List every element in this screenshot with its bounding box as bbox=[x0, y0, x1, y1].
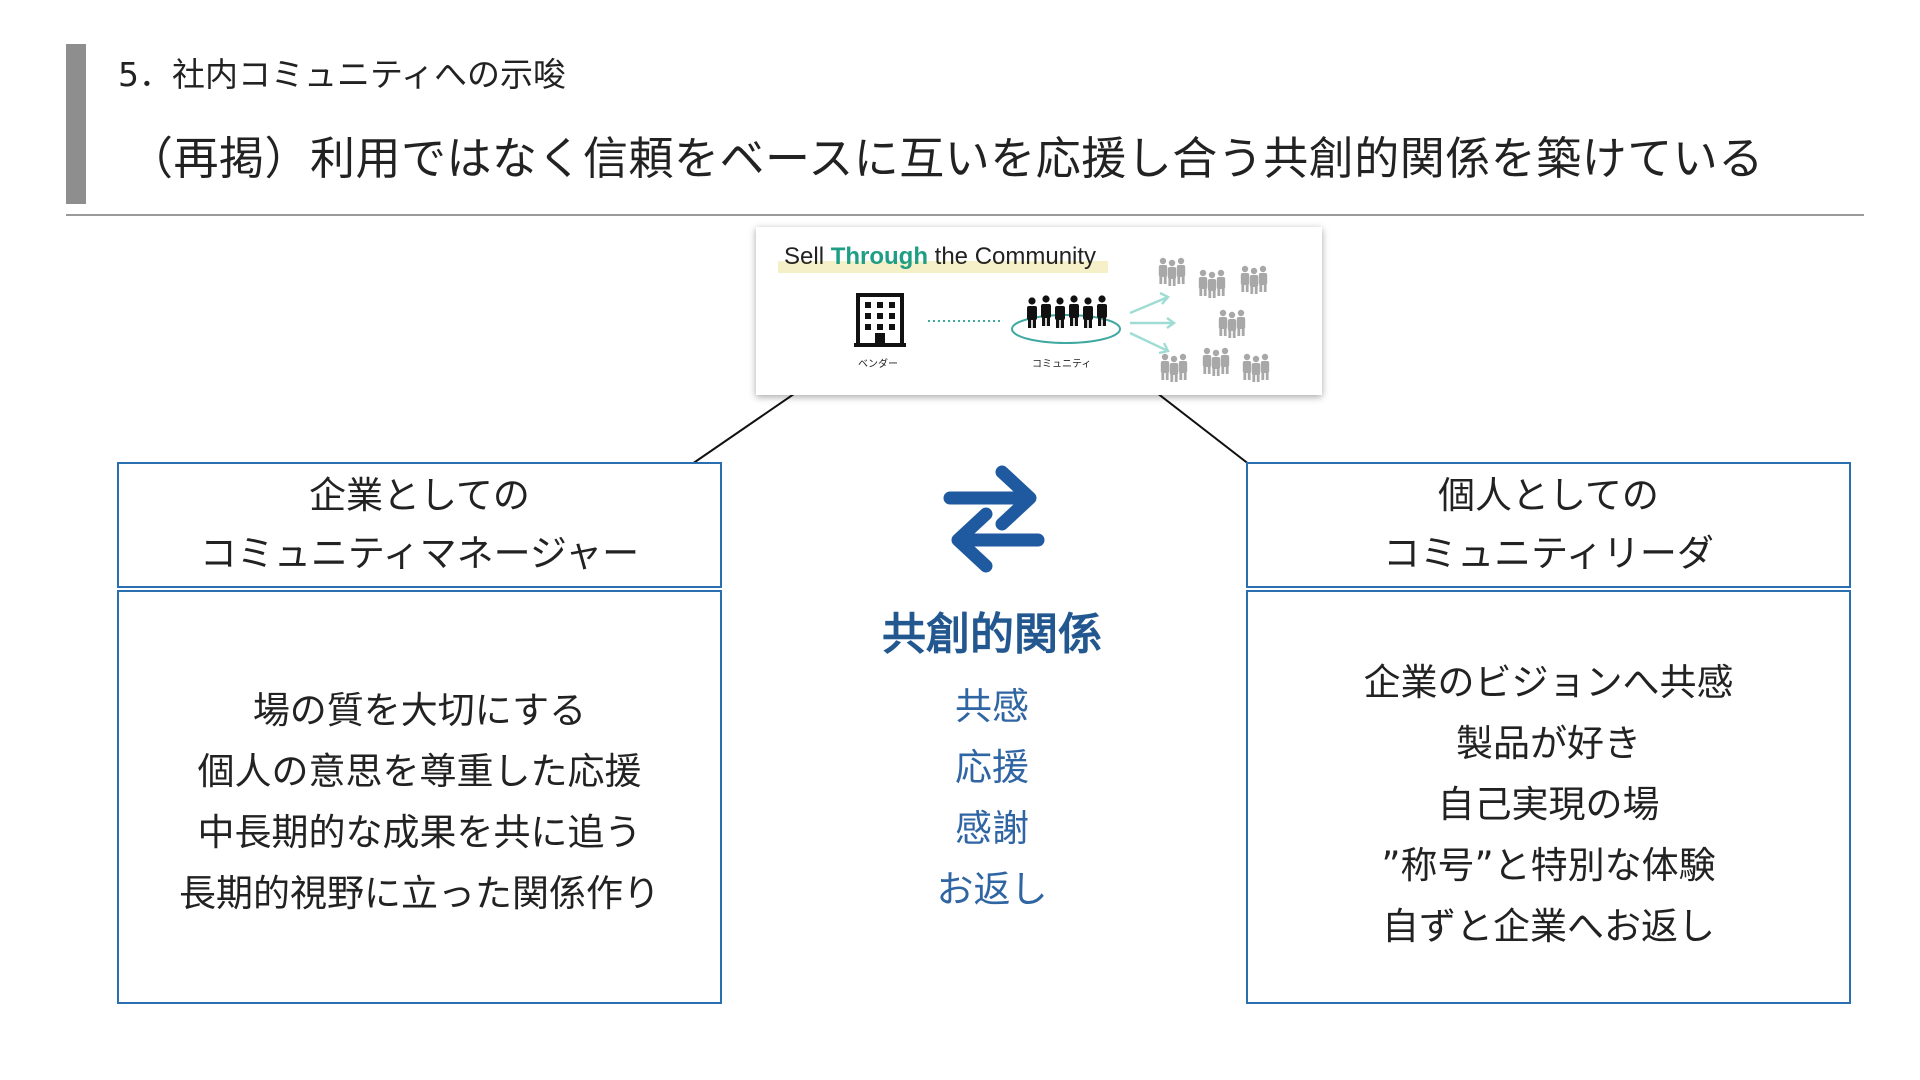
page-title: （再掲）利用ではなく信頼をベースに互いを応援し合う共創的関係を築けている bbox=[128, 132, 1764, 185]
list-item: 共感 bbox=[955, 685, 1029, 728]
company-manager-heading-line2: コミュニティマネージャー bbox=[199, 532, 640, 575]
list-item: 応援 bbox=[955, 746, 1029, 789]
list-item: 企業のビジョンへ共感 bbox=[1363, 661, 1734, 704]
list-item: ”称号”と特別な体験 bbox=[1381, 844, 1716, 887]
community-leader-heading-line1: 個人としての bbox=[1438, 474, 1659, 517]
list-item: 個人の意思を尊重した応援 bbox=[197, 750, 642, 793]
community-leader-heading-line2: コミュニティリーダ bbox=[1383, 532, 1714, 575]
company-manager-traits-list: 場の質を大切にする 個人の意思を尊重した応援 中長期的な成果を共に追う 長期的視… bbox=[119, 680, 720, 924]
list-item: お返し bbox=[936, 868, 1048, 911]
spread-arrows bbox=[1129, 291, 1177, 355]
list-item: 長期的視野に立った関係作り bbox=[179, 872, 660, 915]
company-manager-heading-box: 企業としての コミュニティマネージャー bbox=[117, 462, 722, 588]
title-divider bbox=[66, 214, 1864, 216]
co-creation-keywords-list: 共感 応援 感謝 お返し bbox=[832, 676, 1152, 920]
title-highlight bbox=[778, 261, 1108, 273]
swap-arrows-icon bbox=[943, 465, 1045, 573]
section-label: 5．社内コミュニティへの示唆 bbox=[118, 55, 567, 94]
header-accent-bar bbox=[66, 44, 86, 204]
community-leader-traits-list: 企業のビジョンへ共感 製品が好き 自己実現の場 ”称号”と特別な体験 自ずと企業… bbox=[1248, 652, 1849, 957]
illustration-title: Sell Through the Community bbox=[784, 243, 1097, 270]
people-icon bbox=[1159, 258, 1269, 382]
community-label: コミュニティ bbox=[1032, 359, 1092, 370]
list-item: 中長期的な成果を共に追う bbox=[197, 811, 642, 854]
community-leader-traits-box: 企業のビジョンへ共感 製品が好き 自己実現の場 ”称号”と特別な体験 自ずと企業… bbox=[1246, 590, 1851, 1004]
list-item: 製品が好き bbox=[1456, 722, 1641, 765]
list-item: 感謝 bbox=[955, 807, 1029, 850]
co-creation-relationship-title: 共創的関係 bbox=[882, 609, 1102, 660]
community-leader-heading-box: 個人としての コミュニティリーダ bbox=[1246, 462, 1851, 588]
company-manager-heading-line1: 企業としての bbox=[309, 474, 530, 517]
list-item: 自ずと企業へお返し bbox=[1382, 905, 1715, 948]
building-icon bbox=[854, 293, 906, 347]
list-item: 場の質を大切にする bbox=[252, 689, 587, 732]
community-group-icon bbox=[1011, 295, 1121, 344]
list-item: 自己実現の場 bbox=[1437, 783, 1660, 826]
sell-through-community-illustration: Sell Through the Community bbox=[756, 227, 1322, 395]
company-manager-traits-box: 場の質を大切にする 個人の意思を尊重した応援 中長期的な成果を共に追う 長期的視… bbox=[117, 590, 722, 1004]
vendor-label: ベンダー bbox=[858, 359, 898, 370]
